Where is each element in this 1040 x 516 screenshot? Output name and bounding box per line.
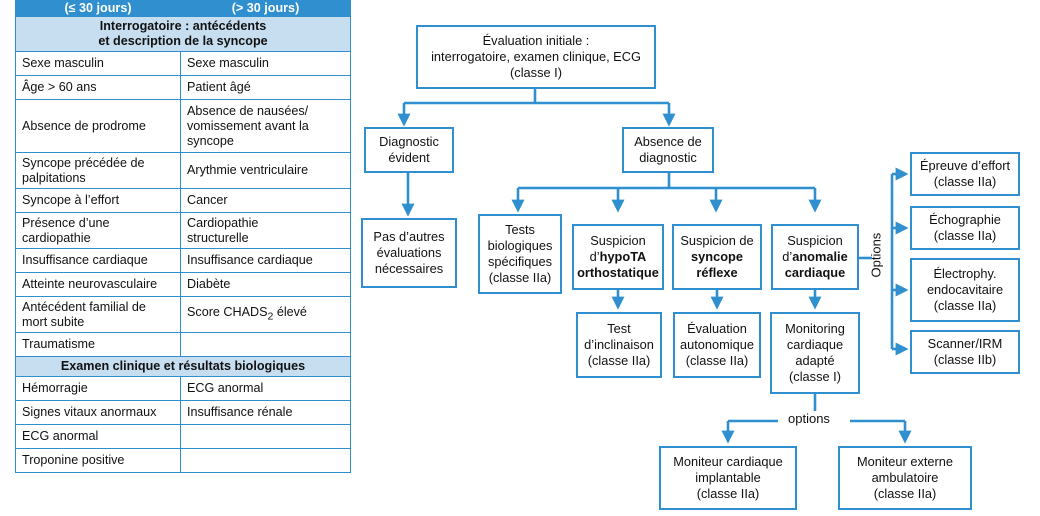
anomalie-cardiaque-box: Suspicion d’anomalie cardiaque: [771, 224, 859, 290]
absence-diagnostic-box: Absence de diagnostic: [622, 127, 714, 173]
header-short-term: (≤ 30 jours): [15, 0, 181, 17]
long-term-cell: [180, 424, 351, 449]
epreuve-effort-box: Épreuve d’effort (classe IIa): [910, 152, 1020, 196]
long-term-cell: Insuffisance cardiaque: [180, 248, 351, 273]
long-term-cell: Insuffisance rénale: [180, 400, 351, 425]
initial-evaluation-text: Évaluation initiale : interrogatoire, ex…: [431, 33, 641, 80]
moniteur-implantable-box: Moniteur cardiaque implantable (classe I…: [659, 446, 797, 510]
short-term-cell: Insuffisance cardiaque: [15, 248, 181, 273]
initial-evaluation-box: Évaluation initiale : interrogatoire, ex…: [416, 25, 656, 89]
hypota-orthostatique-box: Suspicion d’hypoTA orthostatique: [572, 224, 664, 290]
options-horizontal-label: options: [784, 411, 834, 426]
section-interrogatoire: Interrogatoire : antécédents et descript…: [15, 16, 351, 52]
long-term-cell: Score CHADS2 élevé: [180, 296, 351, 333]
chads-subscript: 2: [267, 310, 274, 323]
absence-diagnostic-text: Absence de diagnostic: [634, 134, 702, 165]
anomalie-text: Suspicion d’anomalie cardiaque: [782, 233, 848, 280]
short-term-cell: Syncope précédée de palpitations: [15, 152, 181, 189]
section-title: Interrogatoire : antécédents et descript…: [15, 16, 351, 52]
no-further-evaluation-box: Pas d’autres évaluations nécessaires: [361, 218, 457, 288]
short-term-cell: Absence de prodrome: [15, 99, 181, 153]
evaluation-autonomique-text: Évaluation autonomique (classe IIa): [680, 321, 754, 368]
short-term-cell: Antécédent familial de mort subite: [15, 296, 181, 333]
echographie-box: Échographie (classe IIa): [910, 206, 1020, 250]
long-term-cell: Absence de nausées/ vomissement avant la…: [180, 99, 351, 153]
short-term-cell: Atteinte neurovasculaire: [15, 272, 181, 297]
short-term-cell: Âge > 60 ans: [15, 75, 181, 100]
monitoring-cardiaque-box: Monitoring cardiaque adapté (classe I): [770, 312, 860, 394]
electrophysiologie-text: Électrophy. endocavitaire (classe IIa): [926, 266, 1004, 313]
syncope-reflexe-box: Suspicion de syncope réflexe: [672, 224, 762, 290]
diagnostic-evident-text: Diagnostic évident: [379, 134, 439, 165]
long-term-cell: [180, 448, 351, 473]
epreuve-effort-text: Épreuve d’effort (classe IIa): [919, 158, 1011, 189]
options-vertical-label: Options: [868, 232, 884, 278]
monitoring-cardiaque-text: Monitoring cardiaque adapté (classe I): [785, 321, 845, 384]
chads-suffix: élevé: [273, 304, 307, 319]
scanner-irm-text: Scanner/IRM (classe IIb): [927, 336, 1003, 367]
long-term-cell: Cardiopathie structurelle: [180, 212, 351, 249]
short-term-cell: Signes vitaux anormaux: [15, 400, 181, 425]
table-row: Troponine positive: [15, 448, 351, 473]
scanner-irm-box: Scanner/IRM (classe IIb): [910, 330, 1020, 374]
section-examen: Examen clinique et résultats biologiques: [15, 356, 351, 377]
test-inclinaison-box: Test d’inclinaison (classe IIa): [576, 312, 662, 378]
section-title: Examen clinique et résultats biologiques: [15, 356, 351, 377]
table-header-row: (≤ 30 jours) (> 30 jours): [15, 0, 351, 17]
test-inclinaison-text: Test d’inclinaison (classe IIa): [584, 321, 654, 368]
echographie-text: Échographie (classe IIa): [929, 212, 1001, 243]
electrophysiologie-box: Électrophy. endocavitaire (classe IIa): [910, 258, 1020, 322]
long-term-cell: Patient âgé: [180, 75, 351, 100]
header-long-term: (> 30 jours): [180, 0, 351, 17]
long-term-cell: [180, 332, 351, 357]
long-term-cell: Diabète: [180, 272, 351, 297]
short-term-cell: ECG anormal: [15, 424, 181, 449]
table-row: ECG anormal: [15, 424, 351, 449]
hypota-text: Suspicion d’hypoTA orthostatique: [577, 233, 659, 280]
moniteur-externe-box: Moniteur externe ambulatoire (classe IIa…: [838, 446, 972, 510]
risk-table: (≤ 30 jours) (> 30 jours) Interrogatoire…: [15, 0, 351, 473]
no-further-evaluation-text: Pas d’autres évaluations nécessaires: [373, 229, 445, 276]
moniteur-implantable-text: Moniteur cardiaque implantable (classe I…: [673, 454, 783, 501]
reflexe-text: Suspicion de syncope réflexe: [680, 233, 754, 280]
evaluation-autonomique-box: Évaluation autonomique (classe IIa): [673, 312, 761, 378]
long-term-cell: ECG anormal: [180, 376, 351, 401]
diagnostic-evident-box: Diagnostic évident: [364, 127, 454, 173]
short-term-cell: Syncope à l’effort: [15, 188, 181, 213]
tests-biologiques-box: Tests biologiques spécifiques (classe II…: [478, 214, 562, 294]
tests-biologiques-text: Tests biologiques spécifiques (classe II…: [487, 222, 553, 285]
table-row: Traumatisme: [15, 332, 351, 357]
moniteur-externe-text: Moniteur externe ambulatoire (classe IIa…: [856, 454, 954, 501]
